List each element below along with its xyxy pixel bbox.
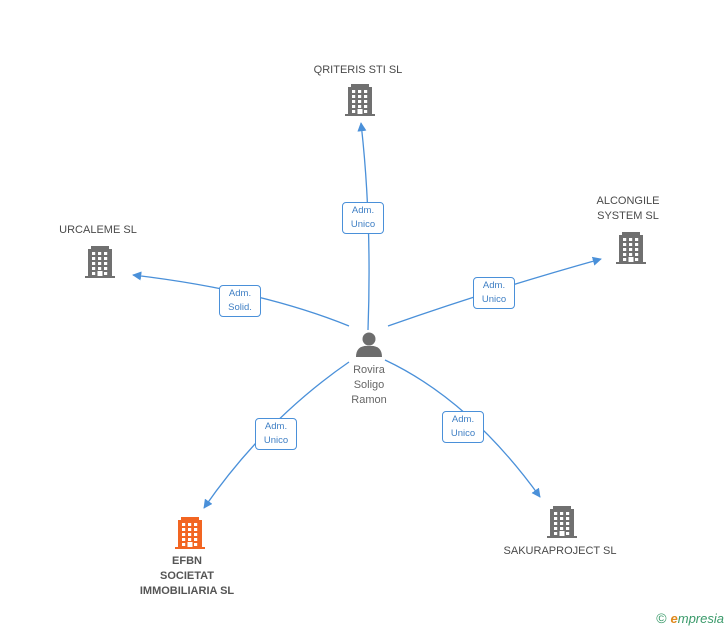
edges-layer	[132, 122, 602, 509]
building-icon-sakura[interactable]	[547, 506, 577, 538]
brand-name: mpresia	[677, 611, 724, 626]
brand-watermark: ©empresia	[656, 610, 724, 626]
person-label[interactable]: Rovira Soligo Ramon	[351, 364, 387, 406]
building-icon-efbn[interactable]	[175, 517, 205, 549]
nodes-layer	[85, 84, 646, 549]
company-label-sakura[interactable]: SAKURAPROJECT SL	[503, 545, 617, 557]
building-icon-urcaleme[interactable]	[85, 246, 115, 278]
relation-badge-efbn[interactable]: Adm. Unico	[255, 418, 297, 450]
copyright-symbol: ©	[656, 610, 667, 626]
building-icon-qriteris[interactable]	[345, 84, 375, 116]
relation-badge-urcaleme[interactable]: Adm. Solid.	[219, 285, 261, 317]
building-icon-alcongile[interactable]	[616, 232, 646, 264]
company-label-urcaleme[interactable]: URCALEME SL	[59, 224, 137, 236]
company-label-qriteris[interactable]: QRITERIS STI SL	[313, 64, 403, 76]
relation-badge-qriteris[interactable]: Adm. Unico	[342, 202, 384, 234]
person-icon[interactable]	[356, 332, 382, 358]
company-label-efbn[interactable]: EFBN SOCIETAT IMMOBILIARIA SL	[139, 555, 235, 597]
company-label-alcongile[interactable]: ALCONGILE SYSTEM SL	[596, 195, 660, 222]
relation-badge-alcongile[interactable]: Adm. Unico	[473, 277, 515, 309]
brand-initial: e	[670, 611, 678, 626]
relation-badge-sakura[interactable]: Adm. Unico	[442, 411, 484, 443]
